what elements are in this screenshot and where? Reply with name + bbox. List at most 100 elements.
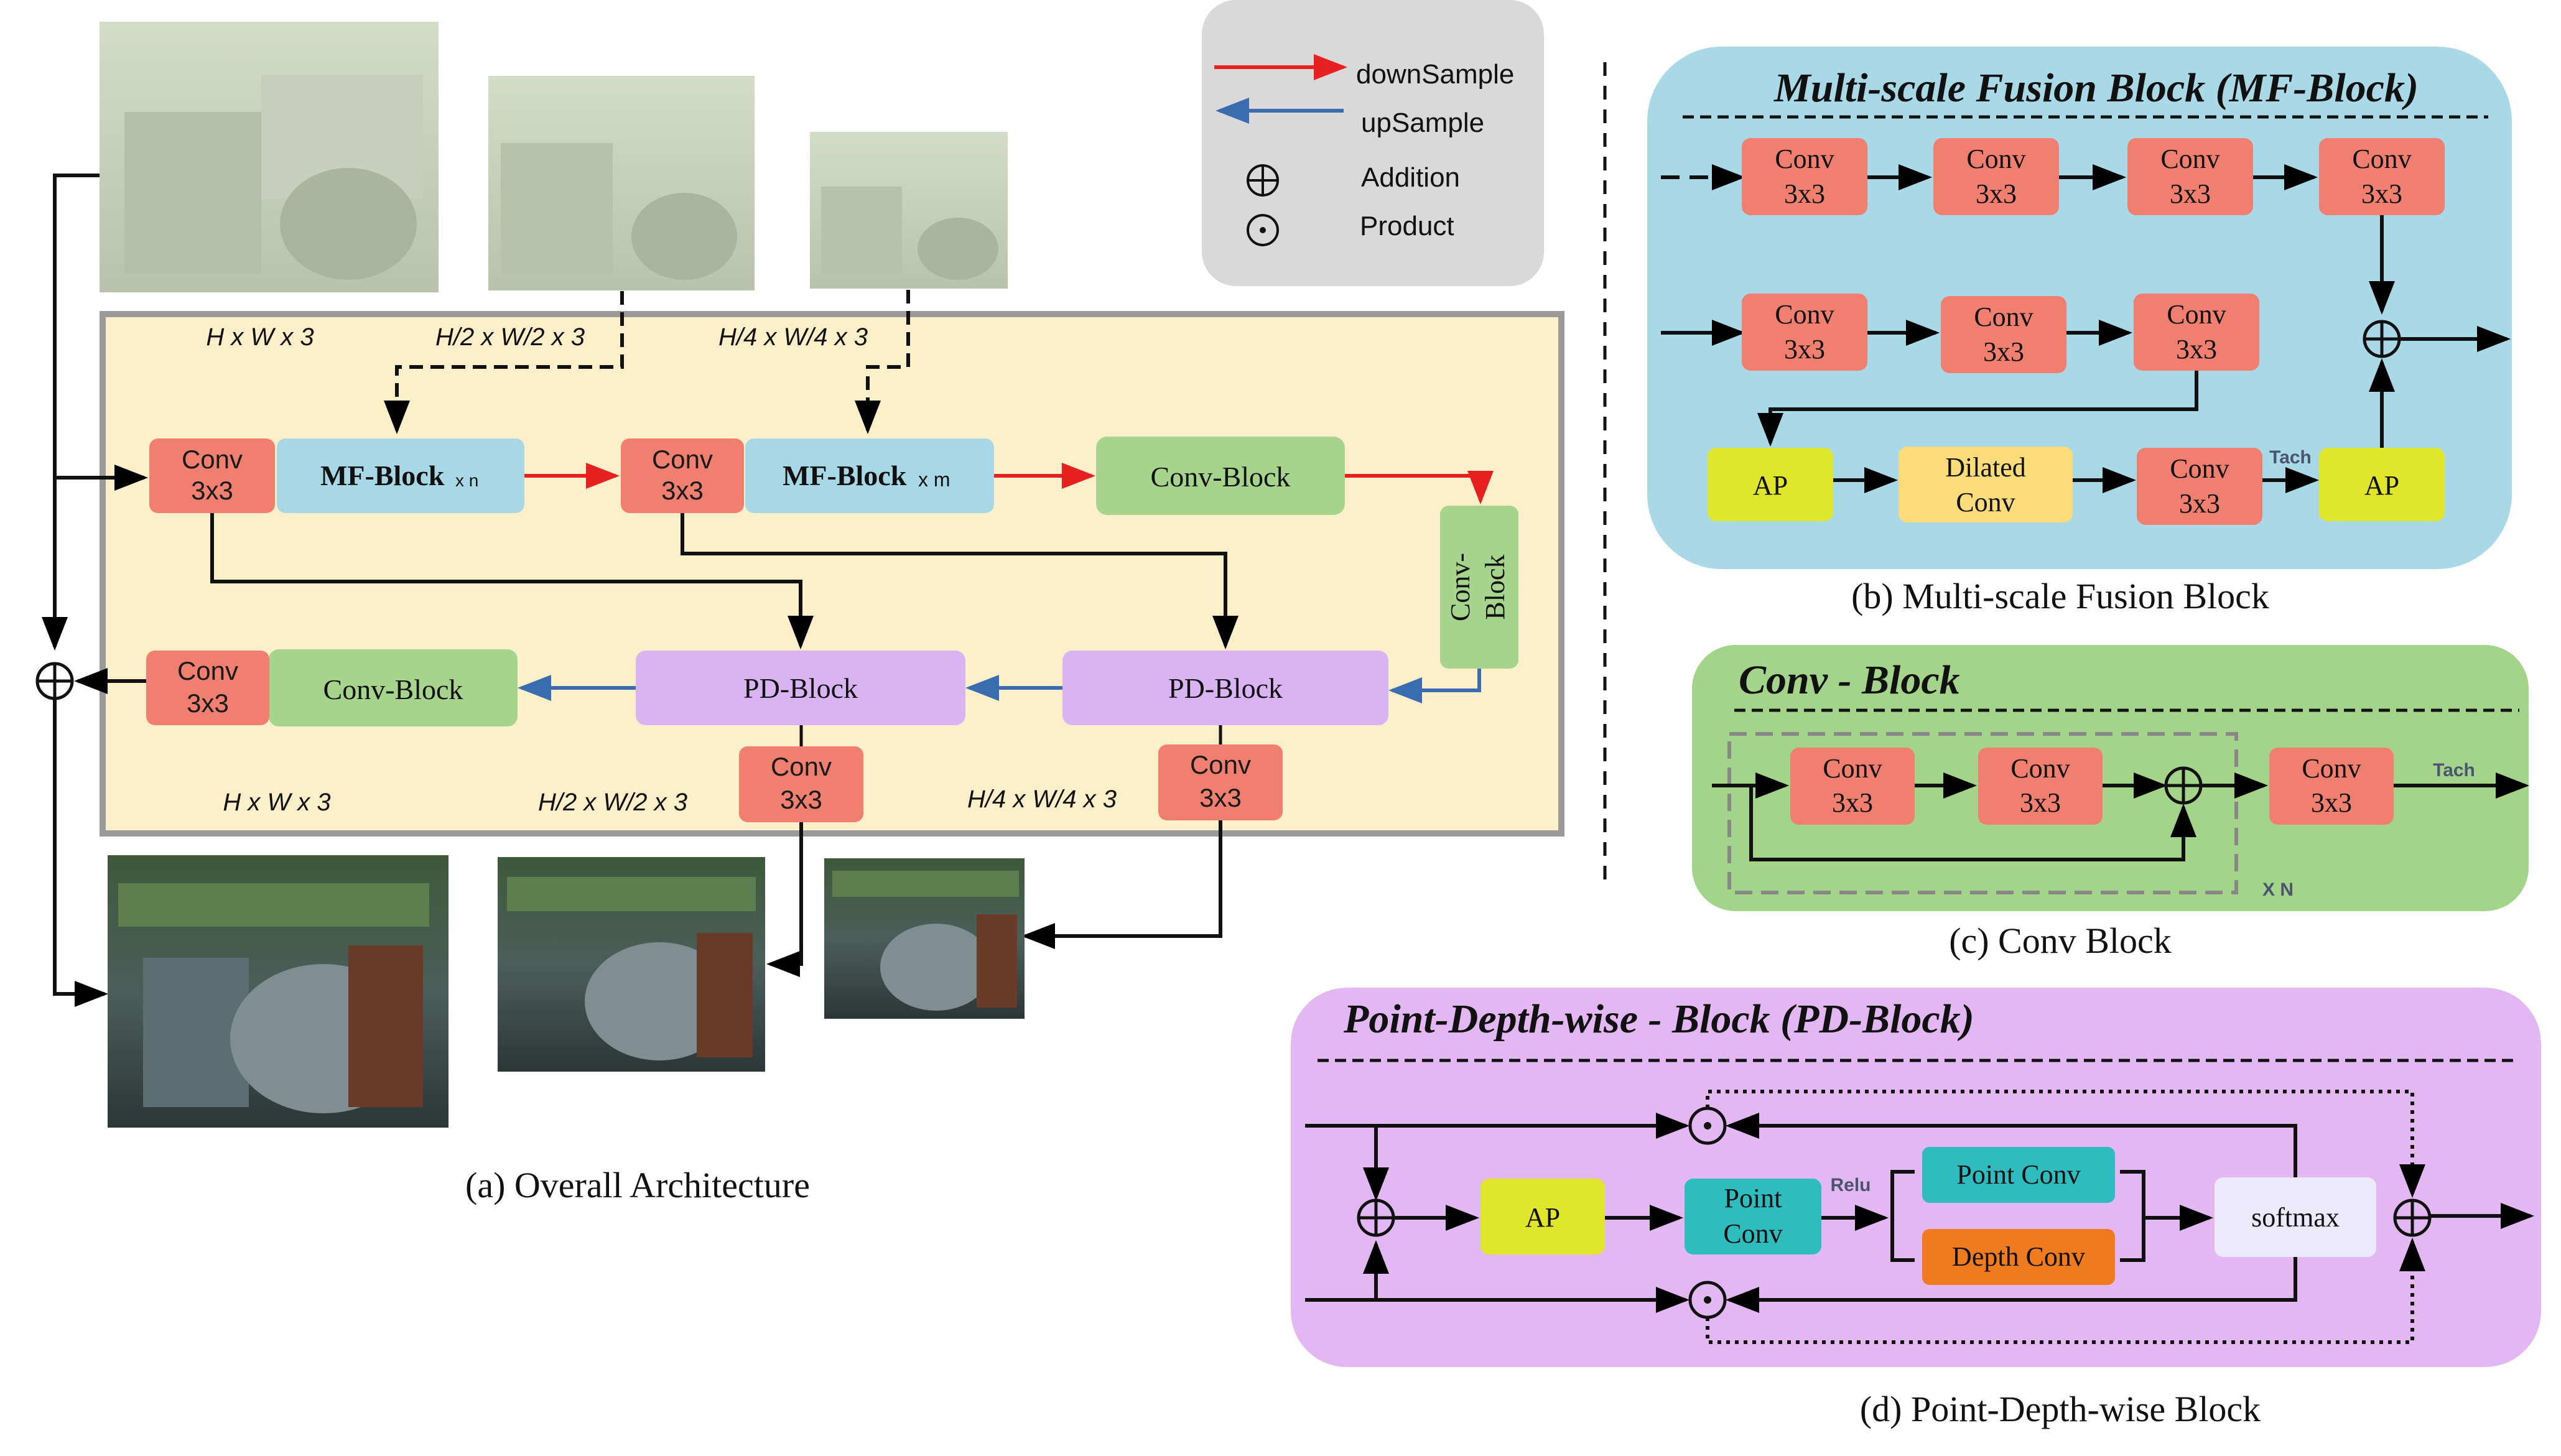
pd-ap-node: AP [1480,1179,1605,1254]
mf-tach-label: Tach [2269,447,2312,468]
svg-text:Point Conv: Point Conv [1956,1159,2080,1190]
mf-block-1-label: MF-Block [320,460,445,491]
dim-quarter-top: H/4 x W/4 x 3 [718,323,868,351]
skip-line-2 [681,513,1239,649]
svg-text:3x3: 3x3 [2170,179,2211,209]
svg-text:3x3: 3x3 [1784,334,1825,364]
svg-text:3x3: 3x3 [1983,336,2024,367]
mf-arrow-r2-down [1757,371,2198,447]
svg-text:Conv: Conv [2160,144,2219,174]
cb-repeat-box [1727,732,2238,894]
conv-block-caption: (c) Conv Block [1949,920,2172,961]
dim-quarter-bottom: H/4 x W/4 x 3 [967,786,1117,813]
output-line-half [766,822,803,977]
output-image-quarter [824,858,1025,1019]
up-arrow-1 [1388,669,1481,703]
svg-text:3x3: 3x3 [661,476,704,505]
svg-text:Depth Conv: Depth Conv [1952,1241,2085,1272]
mf-conv-r1-3: Conv 3x3 [2127,138,2253,215]
svg-text:3x3: 3x3 [191,476,233,505]
dim-full-top: H x W x 3 [206,323,314,351]
conv-node-out-full: Conv 3x3 [146,651,269,725]
mf-block-node-2: MF-Block x m [745,438,994,513]
svg-text:3x3: 3x3 [2311,787,2352,818]
addition-icon [1247,164,1279,197]
product-icon [1247,214,1279,246]
mf-addition-icon [2363,320,2401,358]
svg-text:Conv: Conv [1723,1218,1782,1249]
pd-product-icon-top [1688,1106,1727,1145]
legend-downsample-label: downSample [1356,59,1514,90]
svg-text:3x3: 3x3 [1832,787,1873,818]
mf-conv-r1-1: Conv 3x3 [1742,138,1867,215]
pd-feedback-bottom [1726,1257,2297,1313]
pd-point-conv-node: Point Conv [1685,1179,1821,1254]
svg-text:Conv: Conv [1775,299,1834,330]
svg-text:Conv-Block: Conv-Block [1151,461,1291,493]
skip-line-1 [210,513,814,649]
pd-relu-label: Relu [1830,1175,1871,1195]
svg-text:3x3: 3x3 [2361,179,2402,209]
mf-conv-r2-2: Conv 3x3 [1941,296,2066,373]
svg-text:Conv: Conv [771,752,832,781]
svg-text:Conv: Conv [1956,487,2015,517]
svg-text:Conv: Conv [177,656,238,685]
pd-block-panel [1291,988,2541,1367]
conv-block-node-top: Conv-Block [1096,437,1345,515]
svg-text:Conv: Conv [1775,144,1834,174]
svg-text:softmax: softmax [2251,1202,2340,1233]
quarter-input-feed [855,290,910,434]
svg-text:AP: AP [1753,470,1788,501]
output-addition-icon [35,662,74,700]
cb-residual-line [1749,786,2196,861]
svg-text:3x3: 3x3 [1976,179,2017,209]
input-image-quarter [810,132,1008,289]
legend-upsample-label: upSample [1361,108,1484,138]
mf-conv-r2-1: Conv 3x3 [1742,294,1867,371]
svg-text:3x3: 3x3 [780,785,822,814]
legend-addition-label: Addition [1361,162,1460,193]
svg-text:3x3: 3x3 [1199,783,1242,812]
svg-text:Conv: Conv [1966,144,2025,174]
conv-block-node-bottom: Conv-Block [269,649,518,726]
svg-text:PD-Block: PD-Block [1168,672,1283,704]
svg-text:3x3: 3x3 [2020,787,2061,818]
mf-block-2-label: MF-Block [783,460,907,491]
legend: downSample upSample Addition Product [1202,0,1544,286]
svg-text:PD-Block: PD-Block [743,672,858,704]
conv-node-out-quarter: Conv 3x3 [1158,744,1283,820]
mf-conv-r2-3: Conv 3x3 [2134,294,2259,371]
svg-text:Conv: Conv [2302,753,2361,784]
conv-node-a2: Conv 3x3 [621,438,744,513]
pd-product-icon-bottom [1688,1281,1727,1319]
pd-dotted-top [1706,1090,2425,1198]
full-input-line [42,174,100,651]
dim-half-top: H/2 x W/2 x 3 [435,323,585,351]
pd-block-caption: (d) Point-Depth-wise Block [1860,1389,2261,1429]
svg-text:Conv: Conv [2010,753,2070,784]
mf-block-2-suffix: x m [918,468,950,491]
cb-addition-icon [2164,766,2203,805]
svg-text:Conv: Conv [2167,299,2226,330]
mf-conv-r1-2: Conv 3x3 [1933,138,2059,215]
dim-full-bottom: H x W x 3 [223,789,330,816]
pd-block-node-1: PD-Block [636,651,965,725]
output-line-full [53,697,108,1007]
mf-block-title: Multi-scale Fusion Block (MF-Block) [1773,65,2419,111]
legend-product-label: Product [1360,211,1454,241]
pd-point-conv-branch: Point Conv [1922,1147,2115,1203]
pd-block-title: Point-Depth-wise - Block (PD-Block) [1343,996,1974,1042]
cb-conv-1: Conv 3x3 [1790,748,1915,825]
pd-block-node-2: PD-Block [1062,651,1388,725]
conv-block-title: Conv - Block [1739,657,1960,703]
svg-text:Conv: Conv [1823,753,1882,784]
pd-depth-conv-branch: Depth Conv [1922,1229,2115,1285]
overall-caption: (a) Overall Architecture [465,1165,810,1205]
dim-half-bottom: H/2 x W/2 x 3 [538,789,687,816]
mf-dilated-conv-node: Dilated Conv [1899,447,2073,522]
conv-node-out-half: Conv 3x3 [739,746,863,822]
output-line-quarter [1021,820,1222,949]
svg-text:3x3: 3x3 [2176,334,2217,364]
down-arrow-3 [1345,471,1494,504]
